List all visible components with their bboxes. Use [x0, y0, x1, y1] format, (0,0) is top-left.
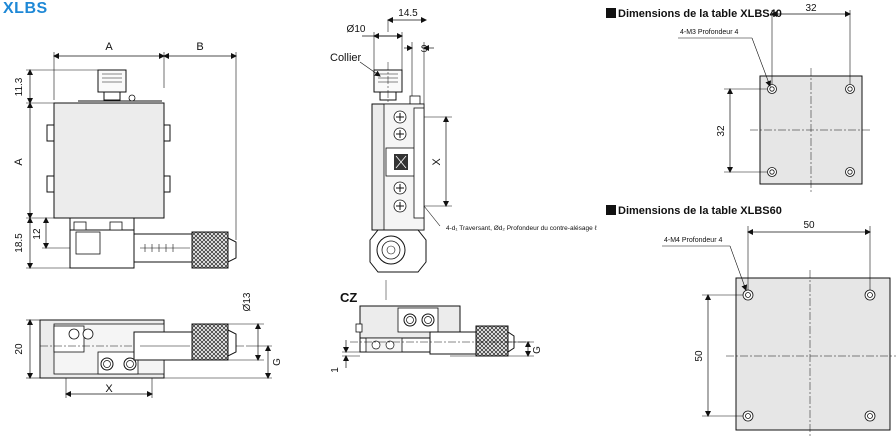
square-bullet-icon — [606, 8, 616, 18]
lock-knob — [97, 69, 127, 93]
dim-phi10: Ø10 — [347, 24, 366, 35]
stage-body — [53, 102, 165, 219]
dim-g-bottom: G — [272, 358, 283, 366]
dim-x-bottom: X — [105, 383, 113, 395]
dim-20: 20 — [14, 343, 25, 355]
dim-1: 1 — [330, 367, 341, 373]
side-view — [359, 17, 452, 300]
t60-dim-width: 50 — [803, 220, 815, 231]
xlbs60-table — [662, 226, 896, 436]
t60-holes-note: 4-M4 Profondeur 4 — [664, 237, 722, 244]
dim-12: 12 — [32, 228, 43, 240]
xlbs60-table-title: Dimensions de la table XLBS60 — [606, 205, 782, 217]
dim-b-top: B — [196, 41, 203, 53]
micrometer-thimble — [191, 231, 229, 269]
t60-dim-height: 50 — [694, 350, 705, 362]
brand-title: XLBS — [3, 0, 48, 17]
dim-x-side: X — [431, 158, 443, 166]
bottom-view — [26, 319, 272, 398]
square-bullet-icon — [606, 205, 616, 215]
dim-14-5: 14.5 — [398, 8, 418, 19]
xlbs40-title-text: Dimensions de la table XLBS40 — [618, 8, 782, 20]
collier-label: Collier — [330, 52, 362, 64]
dim-g-cz: G — [532, 346, 543, 354]
t40-dim-height: 32 — [716, 125, 727, 137]
xlbs40-table — [678, 10, 872, 192]
cz-label: CZ — [340, 290, 357, 305]
dim-a-left: A — [13, 158, 25, 166]
front-view — [26, 52, 237, 269]
dim-11-3: 11.3 — [14, 77, 25, 96]
xlbs60-title-text: Dimensions de la table XLBS60 — [618, 205, 782, 217]
t40-dim-width: 32 — [805, 3, 817, 14]
xlbs40-table-title: Dimensions de la table XLBS40 — [606, 8, 782, 20]
t40-holes-note: 4-M3 Profondeur 4 — [680, 29, 738, 36]
hole-note: 4-d₁ Traversant, Ød₂ Profondeur du contr… — [446, 225, 598, 232]
dim-s: S — [421, 44, 428, 55]
dim-phi13: Ø13 — [242, 292, 253, 311]
dim-a-top: A — [105, 41, 113, 53]
cz-view — [342, 305, 534, 368]
dim-18-5: 18.5 — [14, 233, 25, 253]
